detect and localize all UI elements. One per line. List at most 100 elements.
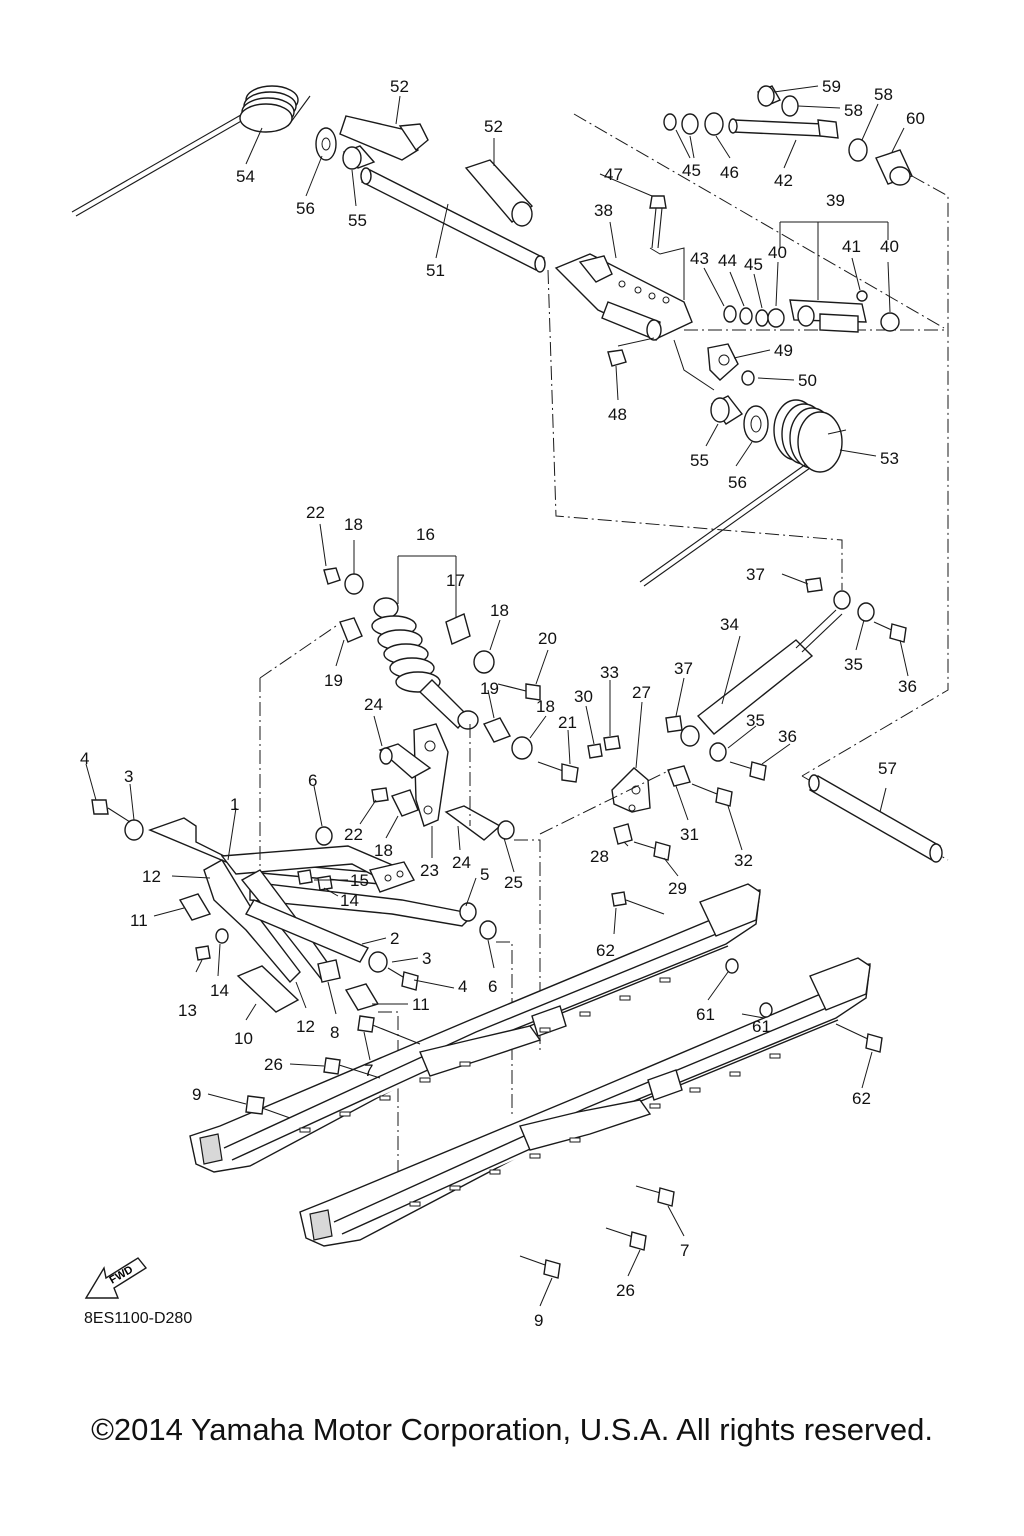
callout: 4 <box>80 749 89 768</box>
callout: 62 <box>852 1089 871 1108</box>
callout: 36 <box>778 727 797 746</box>
arm-23 <box>413 723 449 827</box>
collar-8 <box>317 959 341 983</box>
diagram-code: 8ES1100-D280 <box>84 1310 193 1327</box>
nut-22-top <box>323 567 341 585</box>
bolt-36-mid <box>729 761 767 781</box>
pin-24-top <box>378 743 432 779</box>
callout: 22 <box>306 503 325 522</box>
callout: 50 <box>798 371 817 390</box>
sleeve-52-top <box>339 115 429 161</box>
copyright-notice: ©2014 Yamaha Motor Corporation, U.S.A. A… <box>91 1412 933 1447</box>
callout: 49 <box>774 341 793 360</box>
collar-6-left <box>315 826 333 846</box>
callout: 44 <box>718 251 737 270</box>
slide-rail-left <box>189 883 761 1173</box>
callout: 55 <box>348 211 367 230</box>
callout: 11 <box>130 911 148 930</box>
leader-lines <box>85 85 909 1307</box>
callout: 21 <box>558 713 577 732</box>
front-arm-1 <box>148 817 476 927</box>
rail-bolts <box>245 891 883 1279</box>
callout: 9 <box>534 1311 543 1330</box>
bushing-3-top <box>124 819 144 841</box>
bracket-15 <box>369 861 416 893</box>
callout: 8 <box>330 1023 339 1042</box>
guide-11-down <box>378 1011 399 1180</box>
sleeve-52-mid <box>464 159 534 227</box>
bushing-55-top <box>342 145 376 170</box>
guide-27 <box>539 769 671 835</box>
collar-28 <box>613 823 633 845</box>
callout: 51 <box>426 261 445 280</box>
callout: 62 <box>596 941 615 960</box>
callout: 16 <box>416 525 435 544</box>
callout: 29 <box>668 879 687 898</box>
callout: 56 <box>728 473 747 492</box>
callout: 53 <box>880 449 899 468</box>
guide-19 <box>259 625 337 679</box>
callout: 37 <box>746 565 765 584</box>
callout: 7 <box>364 1061 373 1080</box>
callout: 57 <box>878 759 897 778</box>
callout: 9 <box>192 1085 201 1104</box>
spring-seat-56-bottom <box>743 405 769 443</box>
callout: 2 <box>390 929 399 948</box>
callout: 60 <box>906 109 925 128</box>
nut-22-mid <box>371 787 389 803</box>
callout: 39 <box>826 191 845 210</box>
callout: 6 <box>308 771 317 790</box>
frame-guide-line-right <box>801 175 949 777</box>
collar-31 <box>667 765 691 787</box>
callout: 56 <box>296 199 315 218</box>
bushing-5 <box>459 902 477 922</box>
callout: 4 <box>458 977 467 996</box>
damper-34 <box>680 590 851 747</box>
callout: 19 <box>324 671 343 690</box>
callout: 20 <box>538 629 557 648</box>
bushing-58-right <box>848 138 868 162</box>
shock-absorber-16 <box>371 597 479 730</box>
callout: 59 <box>822 77 841 96</box>
callout: 54 <box>236 167 255 186</box>
bushing-55-bottom <box>710 395 744 425</box>
collar-18-low <box>511 736 533 760</box>
bolt-47 <box>649 195 667 249</box>
bushing-59 <box>757 85 781 107</box>
callout: 13 <box>178 1001 197 1020</box>
callout: 58 <box>844 101 863 120</box>
callout: 18 <box>490 601 509 620</box>
callout: 6 <box>488 977 497 996</box>
callout: 55 <box>690 451 709 470</box>
callout: 32 <box>734 851 753 870</box>
callout: 18 <box>344 515 363 534</box>
washer-14 <box>215 928 229 944</box>
callout: 12 <box>142 867 161 886</box>
callout: 38 <box>594 201 613 220</box>
shaft-42 <box>728 118 839 139</box>
callout: 36 <box>898 677 917 696</box>
collar-6-right <box>479 920 497 940</box>
callout: 48 <box>608 405 627 424</box>
pipe-10 <box>236 965 300 1013</box>
spring-seat-56-top <box>315 127 337 161</box>
collar-11-left <box>178 893 212 921</box>
callout: 40 <box>880 237 899 256</box>
callout: 61 <box>696 1005 715 1024</box>
bolt-32 <box>691 783 733 807</box>
fwd-arrow-icon: FWD <box>84 1257 148 1299</box>
bracket-38 <box>554 253 693 341</box>
callout: 31 <box>680 825 699 844</box>
guide-25-down <box>514 839 541 1050</box>
collar-25 <box>497 820 515 840</box>
shaft-57 <box>808 774 943 863</box>
pin-24-bottom <box>444 805 502 841</box>
callout: 3 <box>422 949 431 968</box>
callout: 14 <box>210 981 229 1000</box>
bushing-58 <box>781 95 799 117</box>
callout: 17 <box>446 571 465 590</box>
callout: 45 <box>744 255 763 274</box>
bushing-3-bottom <box>368 951 388 973</box>
callout: 46 <box>720 163 739 182</box>
callout: 43 <box>690 249 709 268</box>
